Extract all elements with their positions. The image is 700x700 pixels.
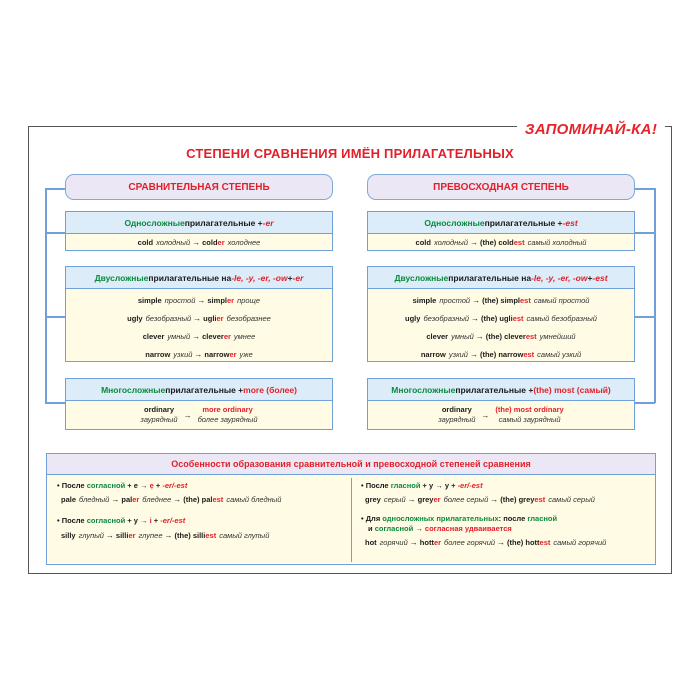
arrow-icon: → bbox=[183, 410, 192, 420]
poster-frame bbox=[28, 126, 672, 574]
right-connector-2 bbox=[635, 316, 655, 318]
arrow-icon: → bbox=[469, 349, 478, 359]
features-title: Особенности образования сравнительной и … bbox=[47, 454, 655, 475]
comp-multi-header: Многосложные прилагательные + more (боле… bbox=[66, 379, 332, 401]
right-connector-top bbox=[635, 188, 655, 190]
comp-two-syllable-box: Двусложные прилагательные на -le, -y, -e… bbox=[65, 266, 333, 362]
brand-logo: ЗАПОМИНАЙ-КА! bbox=[517, 118, 665, 140]
sup-one-header: Односложные прилагательные + -est bbox=[368, 212, 634, 234]
comp-one-header: Односложные прилагательные + -er bbox=[66, 212, 332, 234]
sup-two-header: Двусложные прилагательные на -le, -y, -e… bbox=[368, 267, 634, 289]
rule-consonant-e: • После согласной + e → ẹ + -er/-est bbox=[57, 481, 188, 490]
sup-multi-syllable-box: Многосложные прилагательные + (the) most… bbox=[367, 378, 635, 430]
arrow-icon: → bbox=[475, 331, 484, 341]
sup-two-syllable-box: Двусложные прилагательные на -le, -y, -e… bbox=[367, 266, 635, 362]
left-connector-3 bbox=[45, 402, 65, 404]
features-divider bbox=[351, 478, 352, 562]
rule-consonant-y: • После согласной + y → i + -er/-est bbox=[57, 516, 186, 525]
sup-multi-header: Многосложные прилагательные + (the) most… bbox=[368, 379, 634, 401]
rule-one-syllable-cont: и согласной → согласная удваивается bbox=[368, 524, 512, 533]
features-box: Особенности образования сравнительной и … bbox=[46, 453, 656, 565]
left-connector-top bbox=[45, 188, 65, 190]
left-connector-1 bbox=[45, 232, 65, 234]
right-connector-1 bbox=[635, 232, 655, 234]
superlative-header: ПРЕВОСХОДНАЯ СТЕПЕНЬ bbox=[367, 174, 635, 200]
right-connector-vertical bbox=[654, 188, 656, 403]
arrow-icon: → bbox=[194, 349, 203, 359]
rule-vowel-y: • После гласной + y → y + -er/-est bbox=[361, 481, 483, 490]
left-connector-vertical bbox=[45, 188, 47, 403]
rule-one-syllable: • Для односложных прилагательных: после … bbox=[361, 514, 558, 523]
arrow-icon: → bbox=[192, 331, 201, 341]
arrow-icon: → bbox=[471, 313, 480, 323]
arrow-icon: → bbox=[472, 295, 481, 305]
comp-multi-syllable-box: Многосложные прилагательные + more (боле… bbox=[65, 378, 333, 430]
page-title: СТЕПЕНИ СРАВНЕНИЯ ИМЁН ПРИЛАГАТЕЛЬНЫХ bbox=[186, 146, 514, 161]
arrow-icon: → bbox=[470, 238, 478, 247]
comp-two-header: Двусложные прилагательные на -le, -y, -e… bbox=[66, 267, 332, 289]
comparative-header: СРАВНИТЕЛЬНАЯ СТЕПЕНЬ bbox=[65, 174, 333, 200]
arrow-icon: → bbox=[197, 295, 206, 305]
left-connector-2 bbox=[45, 316, 65, 318]
arrow-icon: → bbox=[193, 313, 202, 323]
arrow-icon: → bbox=[481, 410, 490, 420]
right-connector-3 bbox=[635, 402, 655, 404]
arrow-icon: → bbox=[192, 238, 201, 247]
